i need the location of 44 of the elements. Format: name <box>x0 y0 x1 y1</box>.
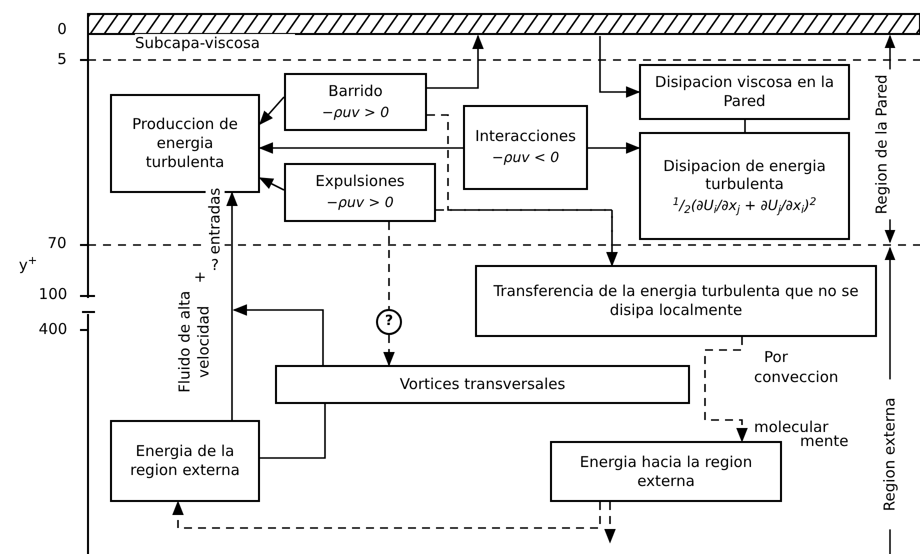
axis-label: Subcapa-viscosa <box>135 34 295 53</box>
axis-label: Region externa <box>880 379 900 530</box>
arrow <box>427 34 484 89</box>
axis-label: Region de la Pared <box>872 69 892 220</box>
process-box <box>284 163 436 222</box>
connector-line <box>260 404 326 459</box>
node-title: Disipacion de energia turbulenta <box>662 156 827 194</box>
arrow <box>588 142 640 154</box>
process-box <box>639 132 850 240</box>
node-title: Energia hacia la region externa <box>578 452 754 490</box>
process-box <box>550 441 782 502</box>
process-box <box>475 265 877 337</box>
node-title: Energia de la region externa <box>129 442 241 480</box>
node-title: Transferencia de la energia turbulenta que no se disipa localmente <box>492 282 860 320</box>
node-formula: −ρuv < 0 <box>492 150 560 168</box>
node-formula: $^{1}$/$_{2}$(∂U$_{i}$/∂x$_{j}$ + ∂U$_{j}$/∂x$_{i}$)$^{2}$ <box>672 198 816 216</box>
arrow <box>599 36 640 98</box>
process-box <box>284 73 427 131</box>
arrow <box>232 304 324 365</box>
node-title: Vortices transversales <box>400 375 566 394</box>
node-title: ? <box>384 313 394 331</box>
node-formula: −ρuv > 0 <box>326 195 394 213</box>
node-formula: −ρuv > 0 <box>322 104 390 122</box>
node-title: Expulsiones <box>315 172 405 192</box>
node-title: Interacciones <box>475 127 576 146</box>
arrow <box>704 337 748 442</box>
node-title: Produccion de energia turbulenta <box>131 115 239 172</box>
node-title: Disipacion viscosa en la Pared <box>654 73 836 111</box>
arrow <box>383 335 395 366</box>
arrow <box>604 502 616 544</box>
arrow <box>226 192 238 420</box>
process-box <box>110 420 260 502</box>
arrow <box>259 96 285 126</box>
process-box <box>639 64 850 120</box>
connector-line <box>388 222 390 309</box>
connector-line <box>744 120 746 132</box>
arrow <box>436 209 618 266</box>
arrow <box>172 500 601 529</box>
node-title: Barrido <box>328 82 383 101</box>
process-box <box>275 365 690 404</box>
process-box <box>463 105 588 190</box>
arrow <box>258 177 284 191</box>
axis-label: entradas <box>206 190 224 254</box>
arrow <box>258 142 463 154</box>
